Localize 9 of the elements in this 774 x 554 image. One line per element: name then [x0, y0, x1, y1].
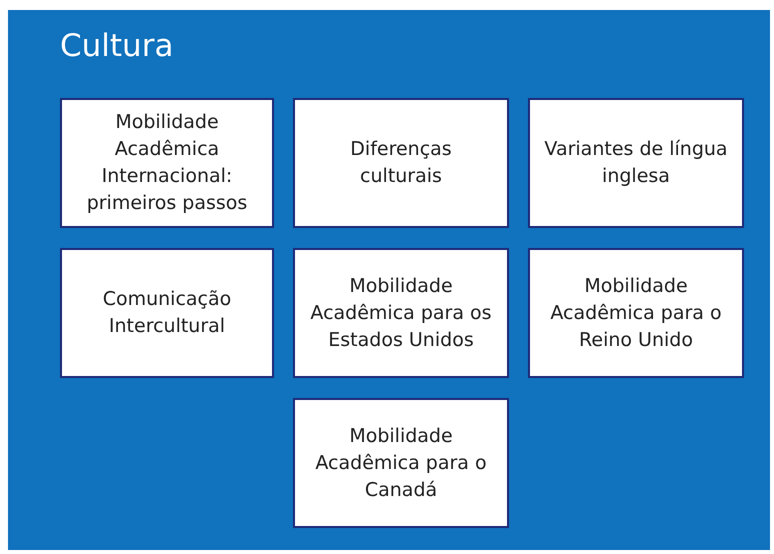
- topic-box: Comunicação Intercultural: [60, 248, 274, 378]
- topic-box: Mobilidade Acadêmica para o Reino Unido: [528, 248, 744, 378]
- topic-box: Mobilidade Acadêmica Internacional: primeiros passos: [60, 98, 274, 228]
- topic-box: Mobilidade Acadêmica para os Estados Unidos: [293, 248, 509, 378]
- topic-box: Diferenças culturais: [293, 98, 509, 228]
- panel-title: Cultura: [60, 28, 174, 64]
- category-panel: [8, 10, 770, 550]
- topic-box: Mobilidade Acadêmica para o Canadá: [293, 398, 509, 528]
- topic-box: Variantes de língua inglesa: [528, 98, 744, 228]
